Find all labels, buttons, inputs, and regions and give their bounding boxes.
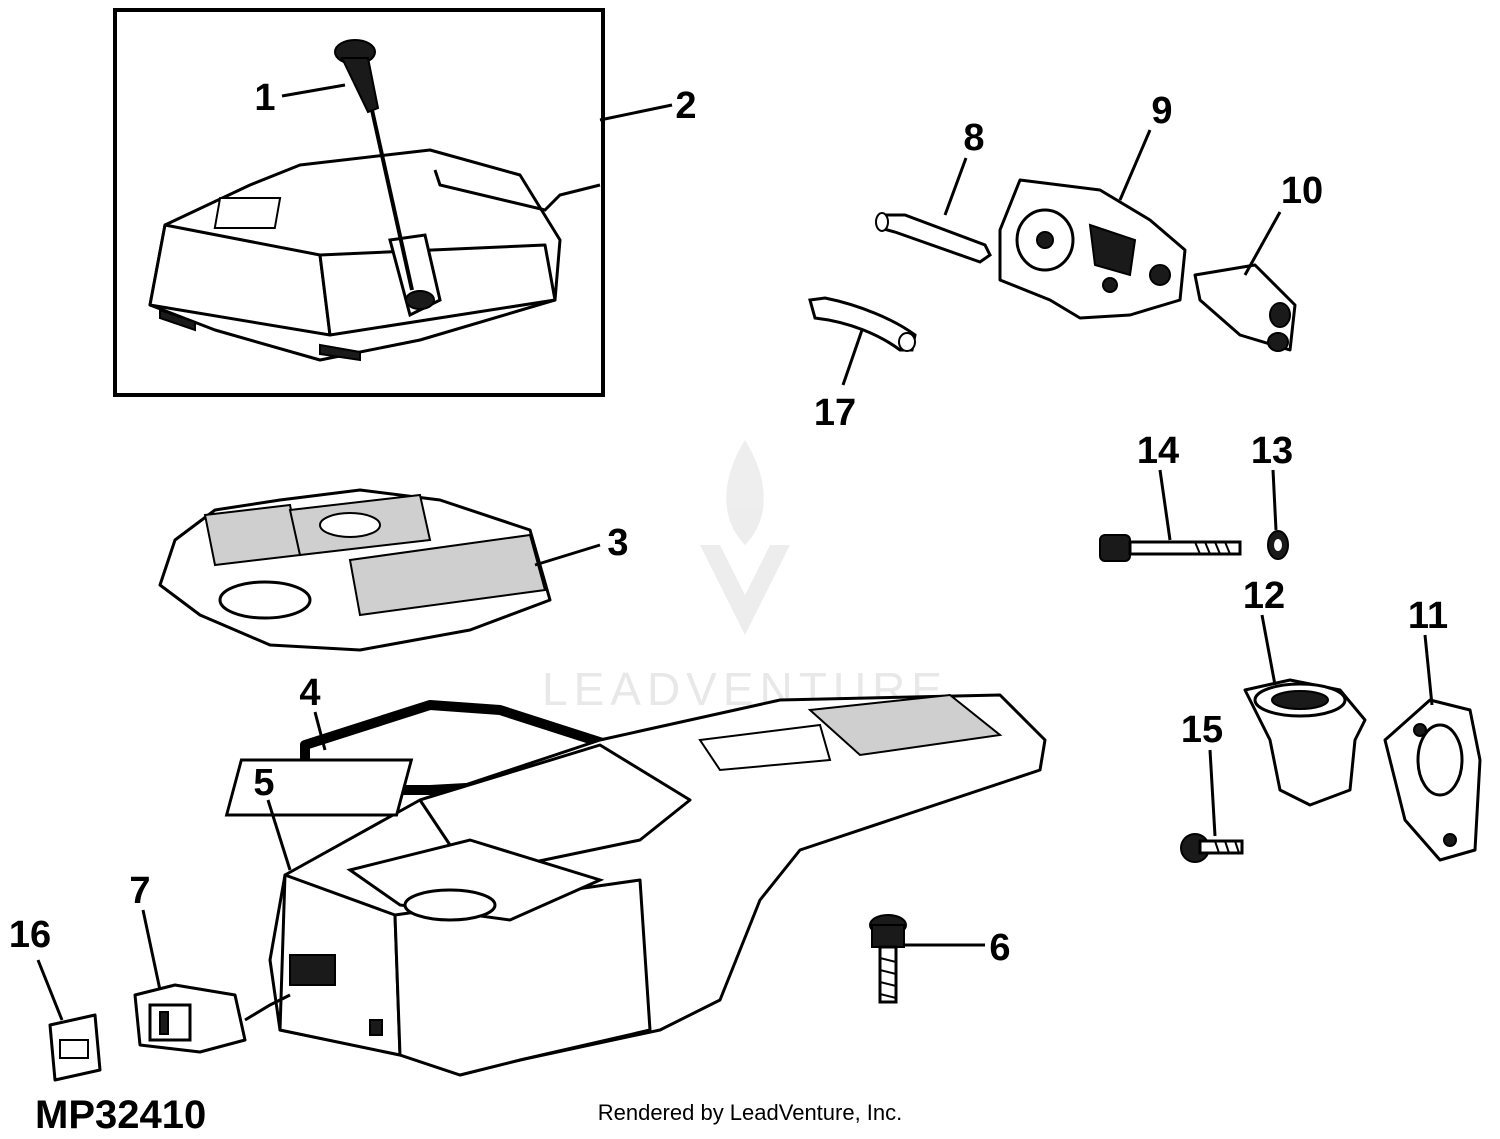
callout-17: 17 xyxy=(814,392,856,434)
intake-boot xyxy=(1243,678,1367,807)
air-filter-element xyxy=(158,488,552,652)
fuel-line-upper xyxy=(875,212,992,264)
stop-switch xyxy=(133,983,291,1054)
intake-flange xyxy=(1383,698,1482,862)
washer xyxy=(1267,530,1289,560)
callout-14: 14 xyxy=(1137,430,1179,472)
callout-8: 8 xyxy=(963,117,984,159)
engine-housing xyxy=(224,693,1047,1077)
long-bolt xyxy=(1099,534,1242,562)
callout-2: 2 xyxy=(675,85,696,127)
wire-clip xyxy=(48,1013,102,1082)
figure-code: MP32410 xyxy=(35,1093,206,1137)
impulse-hose xyxy=(808,296,917,352)
inset-frame xyxy=(113,8,605,397)
callout-10: 10 xyxy=(1281,170,1323,212)
callout-13: 13 xyxy=(1251,430,1293,472)
callout-6: 6 xyxy=(989,927,1010,969)
cover-screw xyxy=(334,39,414,291)
callout-3: 3 xyxy=(607,522,628,564)
watermark: LEADVENTURE xyxy=(542,440,942,715)
render-credit: Rendered by LeadVenture, Inc. xyxy=(598,1100,903,1125)
carburetor-adapter xyxy=(1193,263,1297,352)
callout-labels: 1 2 3 4 5 6 7 8 9 10 11 12 13 14 15 16 1… xyxy=(9,77,1448,969)
housing-bolt xyxy=(869,914,907,1004)
callout-15: 15 xyxy=(1181,709,1223,751)
flange-screw xyxy=(1180,833,1244,863)
callout-1: 1 xyxy=(254,77,275,119)
leader-lines xyxy=(36,83,1434,1021)
air-filter-cover xyxy=(148,148,562,362)
carburetor xyxy=(998,178,1187,320)
callout-16: 16 xyxy=(9,914,51,956)
callout-5: 5 xyxy=(253,762,274,804)
callout-4: 4 xyxy=(299,672,320,714)
callout-11: 11 xyxy=(1408,595,1448,637)
callout-9: 9 xyxy=(1151,90,1172,132)
callout-12: 12 xyxy=(1243,575,1285,617)
callout-7: 7 xyxy=(129,870,150,912)
